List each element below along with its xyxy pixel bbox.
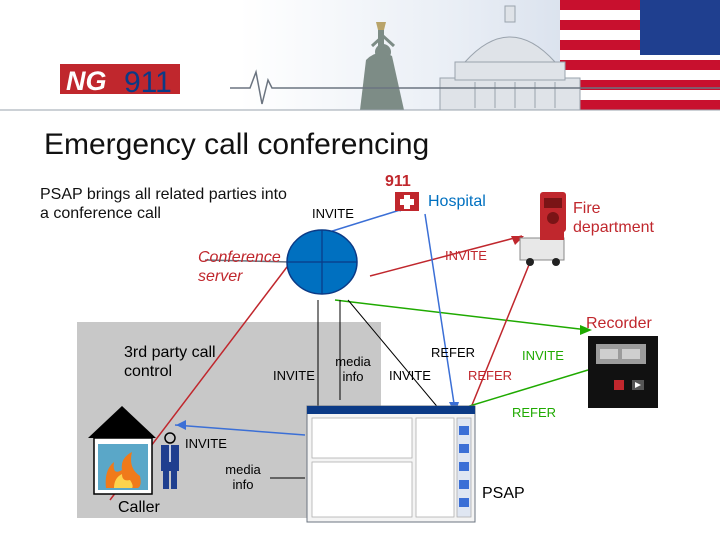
third-party-label: 3rd party call control [124, 344, 216, 380]
line-server-hospital [325, 209, 401, 234]
line-psap-server-diag [347, 299, 441, 411]
hospital-label: Hospital [428, 193, 486, 210]
fire-department-icon [519, 192, 566, 266]
capitol-dome-image [439, 5, 581, 111]
invite-fire-label: INVITE [445, 248, 487, 263]
conference-server-label: Conference server [198, 249, 281, 285]
invite-left-label: INVITE [273, 368, 315, 383]
refer-recorder-label: REFER [512, 405, 557, 420]
page-title: Emergency call conferencing [44, 128, 430, 161]
header-banner: NG 911 [0, 0, 720, 120]
heartbeat-line [230, 69, 720, 105]
recorder-icon [588, 336, 658, 408]
logo-ng-text: NG [66, 66, 107, 96]
arrow-caller [176, 420, 186, 430]
ng911-logo: NG 911 [60, 64, 180, 99]
line-caller-psap [174, 424, 306, 436]
media-info-caller-label: media info [225, 462, 261, 492]
caller-house-icon [88, 406, 156, 495]
hospital-icon: 911 [385, 173, 419, 211]
arrow-recorder [580, 325, 592, 335]
refer-right-label: REFER [468, 368, 513, 383]
line-server-recorder [334, 299, 589, 331]
line-label-server [204, 259, 291, 263]
line-server-fire [369, 235, 523, 277]
hospital-sign-text: 911 [385, 173, 411, 190]
invite-recorder-label: INVITE [522, 348, 564, 363]
media-info-top-label: media info [335, 354, 371, 384]
page-subtitle: PSAP brings all related parties into a c… [40, 186, 287, 222]
us-flag-image [560, 0, 720, 110]
invite-center-label: INVITE [389, 368, 431, 383]
psap-console-screenshot [306, 405, 476, 523]
invite-top-label: INVITE [312, 206, 354, 221]
invite-caller-label: INVITE [185, 436, 227, 451]
recorder-label: Recorder [586, 315, 652, 332]
statue-of-liberty-image [360, 22, 404, 110]
fire-department-label: Fire department [573, 200, 654, 236]
caller-label: Caller [118, 499, 160, 516]
refer-center-label: REFER [431, 345, 476, 360]
psap-label: PSAP [482, 485, 525, 502]
line-psap-fire [469, 249, 536, 411]
conference-server-icon [286, 229, 358, 295]
caller-person-icon [161, 432, 179, 489]
logo-911-text: 911 [124, 66, 172, 99]
line-psap-hospital [424, 213, 456, 411]
